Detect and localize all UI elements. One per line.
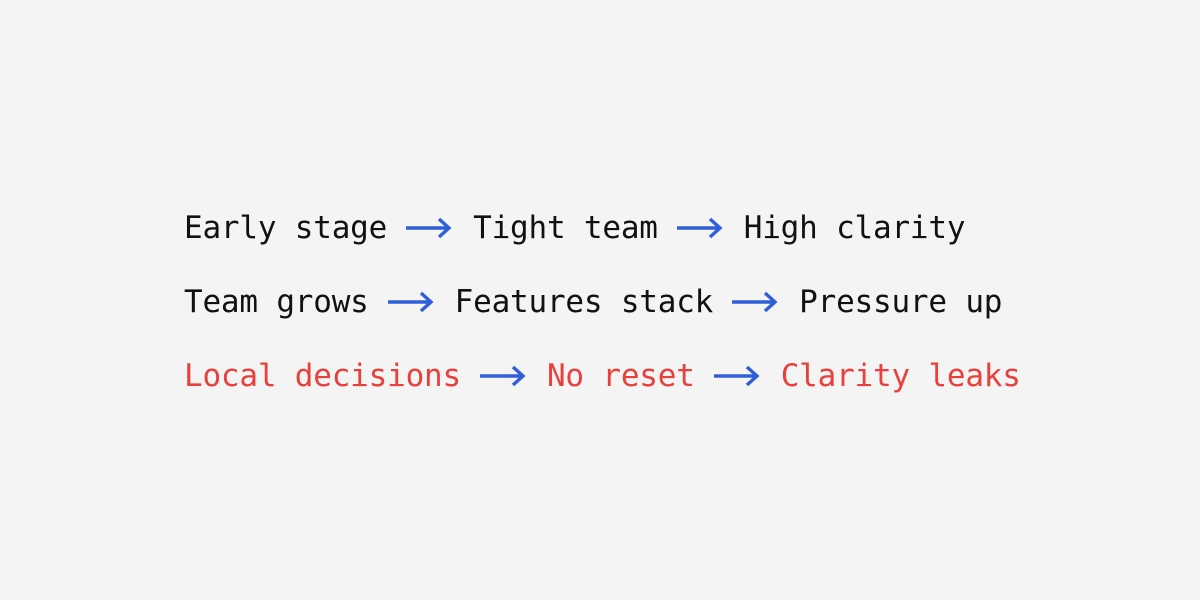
- flow-node-team-grows: Team grows: [184, 283, 369, 320]
- long-right-arrow-icon: [675, 213, 727, 243]
- flow-node-early-stage: Early stage: [184, 209, 388, 246]
- flow-node-features-stack: Features stack: [454, 283, 714, 320]
- long-right-arrow-icon: [478, 361, 530, 391]
- long-right-arrow-icon: [730, 287, 782, 317]
- flow-node-local-decisions: Local decisions: [184, 357, 461, 394]
- flow-node-high-clarity: High clarity: [743, 209, 966, 246]
- flow-node-clarity-leaks: Clarity leaks: [780, 357, 1021, 394]
- flow-row-1: Early stage Tight team High clarity: [184, 197, 1021, 259]
- flow-row-3: Local decisions No reset Clarity leaks: [184, 345, 1021, 407]
- flow-node-tight-team: Tight team: [473, 209, 658, 246]
- long-right-arrow-icon: [386, 287, 438, 317]
- long-right-arrow-icon: [712, 361, 764, 391]
- flow-diagram: Early stage Tight team High clarity Team…: [184, 197, 1021, 407]
- long-right-arrow-icon: [404, 213, 456, 243]
- flow-node-no-reset: No reset: [546, 357, 695, 394]
- flow-row-2: Team grows Features stack Pressure up: [184, 271, 1021, 333]
- flow-node-pressure-up: Pressure up: [799, 283, 1003, 320]
